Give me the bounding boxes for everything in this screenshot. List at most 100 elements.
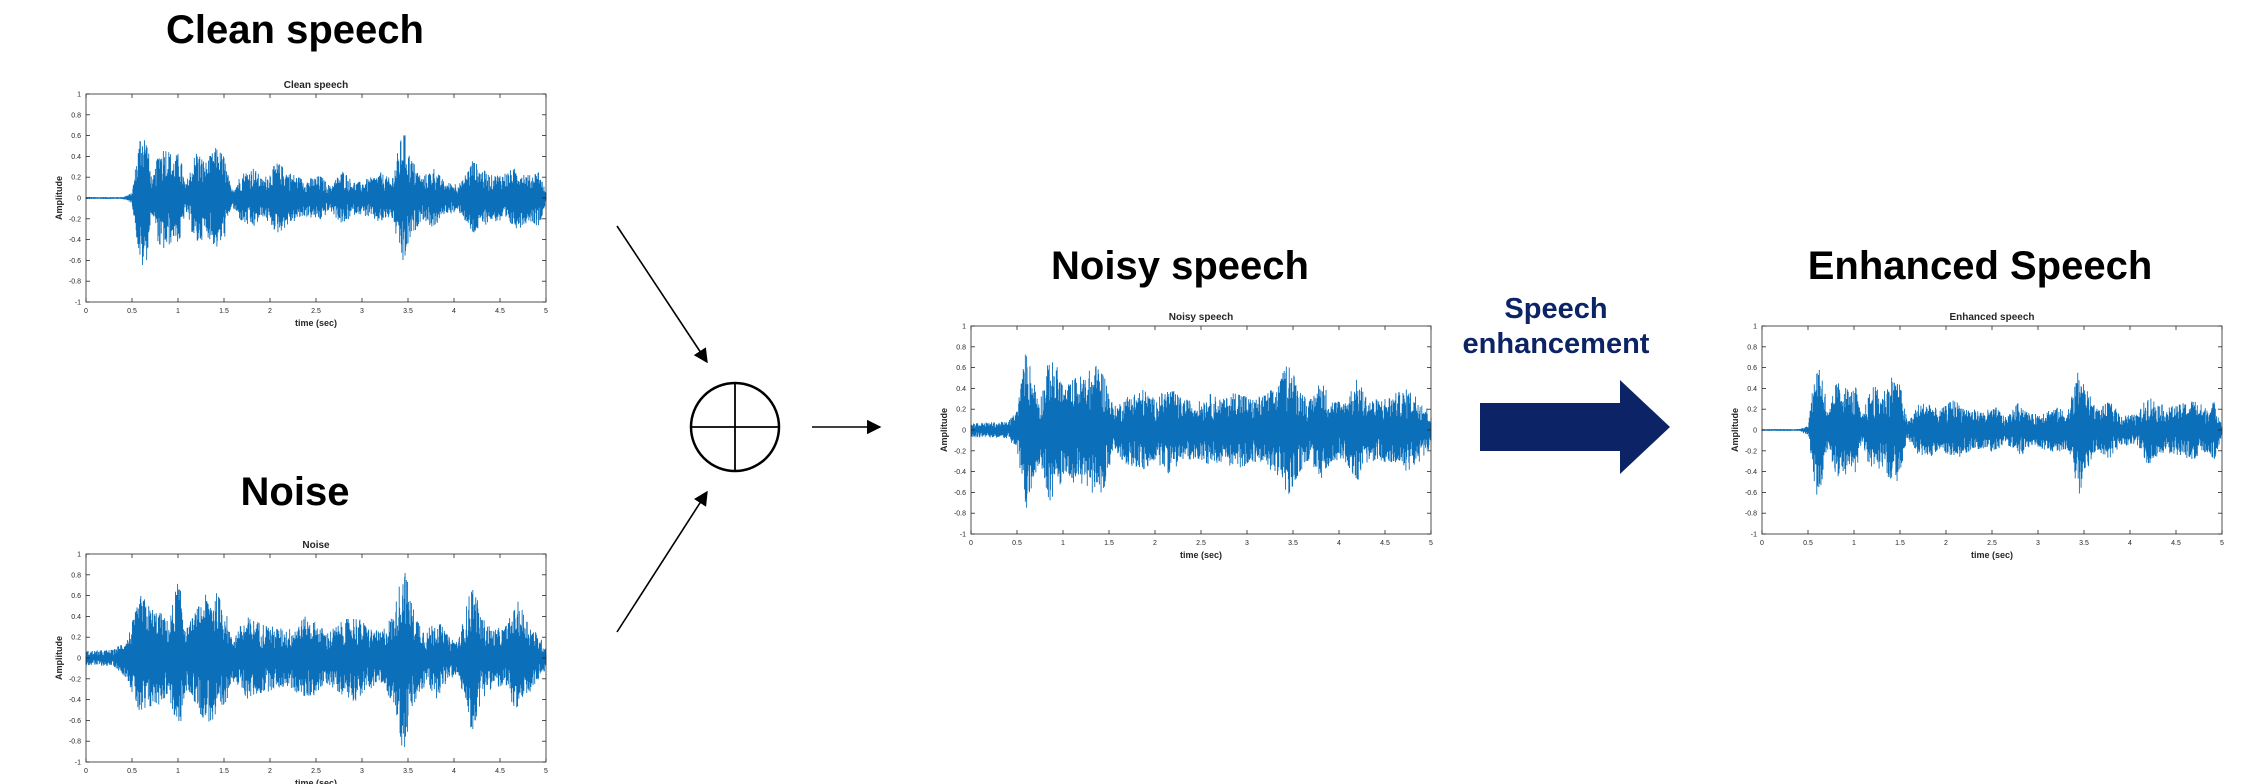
y-tick-label: -0.6 — [69, 258, 81, 265]
y-tick-label: 1 — [77, 92, 81, 99]
y-tick-label: 0 — [1753, 428, 1757, 435]
y-tick-label: 1 — [962, 324, 966, 331]
plot-title: Noise — [302, 540, 330, 551]
x-tick-label: 0.5 — [127, 308, 137, 315]
x-tick-label: 3.5 — [1288, 540, 1298, 547]
x-tick-label: 3 — [1245, 540, 1249, 547]
x-tick-label: 4.5 — [1380, 540, 1390, 547]
y-tick-label: 0.2 — [1747, 407, 1757, 414]
x-tick-label: 1.5 — [1895, 540, 1905, 547]
x-tick-label: 5 — [2220, 540, 2224, 547]
x-tick-label: 0.5 — [1012, 540, 1022, 547]
y-tick-label: 0.2 — [956, 407, 966, 414]
x-tick-label: 2 — [1944, 540, 1948, 547]
x-tick-label: 0.5 — [127, 768, 137, 775]
x-tick-label: 3 — [360, 768, 364, 775]
x-tick-label: 5 — [1429, 540, 1433, 547]
x-tick-label: 0.5 — [1803, 540, 1813, 547]
y-axis-label: Amplitude — [54, 176, 64, 220]
heading-noisy-speech: Noisy speech — [1051, 244, 1309, 288]
x-tick-label: 4.5 — [2171, 540, 2181, 547]
x-tick-label: 0 — [969, 540, 973, 547]
x-tick-label: 4 — [452, 768, 456, 775]
y-tick-label: 0 — [77, 656, 81, 663]
x-tick-label: 5 — [544, 308, 548, 315]
plot-title: Noisy speech — [1169, 312, 1233, 323]
x-tick-label: 3 — [360, 308, 364, 315]
y-tick-label: -0.8 — [69, 279, 81, 286]
y-tick-label: -1 — [960, 532, 966, 539]
enhancement-block-arrow-icon — [1480, 380, 1670, 474]
y-tick-label: 0.2 — [71, 175, 81, 182]
x-tick-label: 1 — [1852, 540, 1856, 547]
y-tick-label: 0.8 — [956, 344, 966, 351]
y-tick-label: -0.4 — [1745, 469, 1757, 476]
x-tick-label: 2.5 — [311, 308, 321, 315]
enhanced-speech-chart: Enhanced speech 0 0.5 1 1.5 2 2.5 3 3.5 4 4.5 5 -1 -0… — [1730, 312, 2224, 560]
x-tick-label: 3.5 — [2079, 540, 2089, 547]
x-tick-label: 4.5 — [495, 308, 505, 315]
x-tick-label: 1.5 — [1104, 540, 1114, 547]
y-tick-label: 0.4 — [956, 386, 966, 393]
y-tick-label: 0.2 — [71, 635, 81, 642]
speech-enhancement-label-line1: Speech — [1504, 293, 1608, 325]
y-tick-label: 0.4 — [71, 154, 81, 161]
x-tick-label: 1.5 — [219, 768, 229, 775]
y-tick-label: -1 — [1751, 532, 1757, 539]
x-axis-label: time (sec) — [1180, 550, 1222, 560]
y-tick-label: -0.2 — [69, 216, 81, 223]
y-tick-label: -0.8 — [1745, 511, 1757, 518]
y-tick-label: -0.2 — [954, 448, 966, 455]
y-tick-label: -1 — [75, 760, 81, 767]
summing-junction-icon — [689, 381, 781, 473]
x-tick-label: 4 — [1337, 540, 1341, 547]
x-tick-label: 1 — [176, 768, 180, 775]
heading-enhanced-speech: Enhanced Speech — [1807, 244, 2153, 288]
x-tick-label: 0 — [1760, 540, 1764, 547]
y-tick-label: -0.6 — [1745, 490, 1757, 497]
y-tick-label: -0.8 — [69, 739, 81, 746]
x-tick-label: 4 — [2128, 540, 2132, 547]
x-tick-label: 2 — [1153, 540, 1157, 547]
y-tick-label: 0.6 — [956, 365, 966, 372]
y-tick-label: -0.4 — [69, 237, 81, 244]
x-axis-label: time (sec) — [295, 318, 337, 328]
x-tick-label: 3 — [2036, 540, 2040, 547]
x-tick-label: 1 — [1061, 540, 1065, 547]
y-tick-label: 1 — [77, 552, 81, 559]
y-tick-label: 0.4 — [71, 614, 81, 621]
y-tick-label: 0.6 — [71, 133, 81, 140]
x-tick-label: 1.5 — [219, 308, 229, 315]
y-tick-label: 0.8 — [71, 112, 81, 119]
x-tick-label: 3.5 — [403, 308, 413, 315]
x-tick-label: 2 — [268, 308, 272, 315]
x-tick-label: 2.5 — [311, 768, 321, 775]
heading-clean-speech: Clean speech — [166, 8, 424, 52]
x-tick-label: 2 — [268, 768, 272, 775]
y-tick-label: -0.6 — [954, 490, 966, 497]
speech-enhancement-label: Speech enhancement — [1436, 292, 1676, 362]
y-tick-label: 0.4 — [1747, 386, 1757, 393]
y-tick-label: 0.6 — [71, 593, 81, 600]
x-tick-label: 5 — [544, 768, 548, 775]
x-tick-label: 2.5 — [1987, 540, 1997, 547]
y-tick-label: -0.6 — [69, 718, 81, 725]
arrow-noise-to-sum — [616, 490, 708, 633]
waveform-series — [970, 354, 1432, 508]
y-axis-label: Amplitude — [1730, 408, 1740, 452]
x-axis-label: time (sec) — [1971, 550, 2013, 560]
y-tick-label: 0.8 — [71, 572, 81, 579]
heading-noise: Noise — [240, 470, 350, 514]
y-tick-label: -1 — [75, 300, 81, 307]
y-tick-label: 0 — [962, 428, 966, 435]
plot-title: Enhanced speech — [1949, 312, 2034, 323]
x-tick-label: 0 — [84, 768, 88, 775]
y-axis-label: Amplitude — [939, 408, 949, 452]
y-axis-label: Amplitude — [54, 636, 64, 680]
